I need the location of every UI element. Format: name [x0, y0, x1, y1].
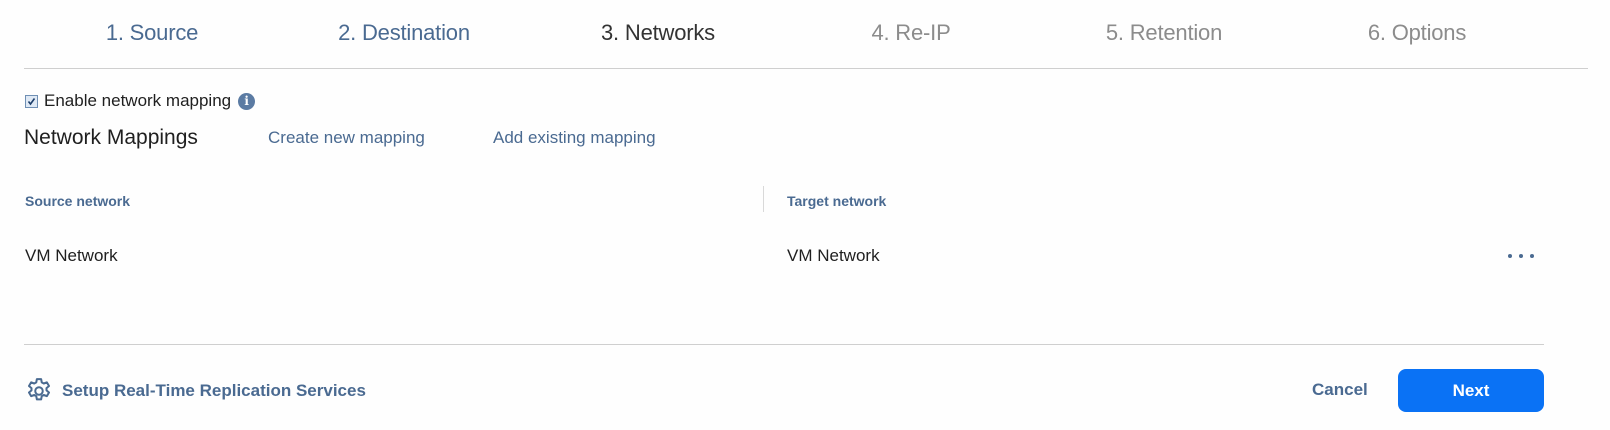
- checkmark-icon: [27, 97, 36, 105]
- step-networks[interactable]: 3. Networks: [601, 20, 715, 45]
- enable-network-mapping-checkbox[interactable]: [25, 94, 38, 108]
- step-retention: 5. Retention: [1105, 20, 1223, 45]
- footer-divider: [24, 344, 1544, 345]
- section-title: Network Mappings: [24, 126, 198, 149]
- target-network-cell: VM Network: [787, 246, 880, 265]
- step-options: 6. Options: [1367, 20, 1467, 45]
- setup-replication-services-link[interactable]: Setup Real-Time Replication Services: [24, 376, 366, 406]
- next-button[interactable]: Next: [1398, 369, 1544, 412]
- enable-network-mapping-row: Enable network mapping i: [25, 91, 256, 111]
- step-source[interactable]: 1. Source: [105, 20, 199, 45]
- column-divider[interactable]: [763, 186, 764, 212]
- info-icon[interactable]: i: [238, 92, 256, 110]
- source-network-cell: VM Network: [25, 246, 118, 265]
- add-existing-mapping-link[interactable]: Add existing mapping: [493, 128, 656, 147]
- enable-network-mapping-label[interactable]: Enable network mapping: [44, 91, 232, 110]
- step-destination[interactable]: 2. Destination: [338, 20, 470, 45]
- cancel-button[interactable]: Cancel: [1312, 380, 1368, 399]
- gear-icon: [28, 378, 50, 401]
- row-actions-more-icon[interactable]: [1508, 246, 1534, 266]
- step-re-ip: 4. Re-IP: [871, 20, 951, 45]
- column-header-source[interactable]: Source network: [25, 193, 131, 209]
- wizard-steps: 1. Source 2. Destination 3. Networks 4. …: [24, 0, 1588, 69]
- column-header-target[interactable]: Target network: [787, 193, 887, 209]
- setup-replication-services-label: Setup Real-Time Replication Services: [62, 381, 366, 400]
- create-new-mapping-link[interactable]: Create new mapping: [268, 128, 425, 147]
